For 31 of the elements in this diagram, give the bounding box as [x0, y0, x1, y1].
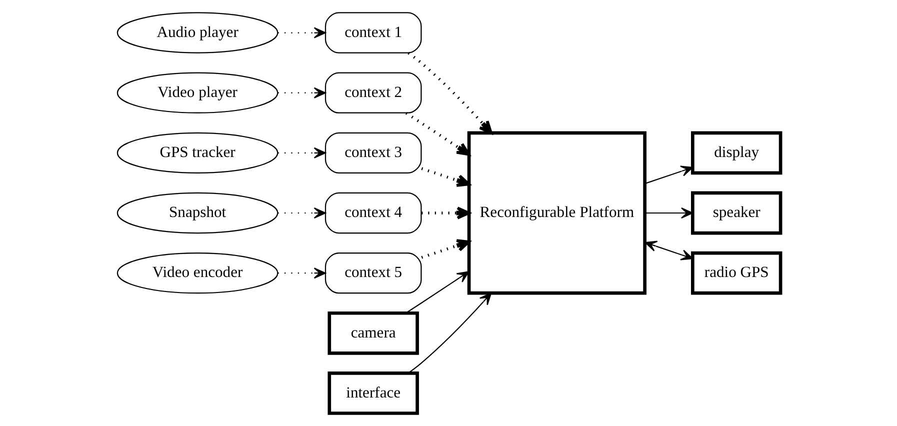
node-box: context 3 [324, 132, 422, 174]
arrow [277, 147, 326, 158]
arrow [644, 166, 693, 184]
node-box: context 4 [324, 192, 422, 234]
node-box: context 5 [324, 252, 422, 294]
node-box: context 1 [324, 12, 422, 54]
arrow [420, 167, 470, 187]
node-ellipse: Video player [116, 72, 278, 114]
node-ellipse: Audio player [116, 12, 278, 54]
arrow [277, 27, 326, 38]
node-box: radio GPS [690, 251, 782, 295]
arrow [405, 271, 469, 314]
arrow [277, 87, 326, 98]
arrow [420, 239, 470, 259]
node-box: context 2 [324, 72, 422, 114]
arrow [277, 207, 326, 219]
node-ellipse: Video encoder [116, 252, 278, 294]
node-box: display [690, 131, 782, 175]
arrow [408, 292, 492, 374]
arrow [277, 268, 326, 279]
arrow [644, 207, 693, 219]
node-ellipse: GPS tracker [116, 132, 278, 174]
node-ellipse: Snapshot [116, 192, 278, 234]
node-box: Reconfigurable Platform [466, 131, 646, 295]
node-box: camera [327, 311, 418, 355]
arrow [421, 206, 470, 220]
arrow [407, 52, 492, 134]
node-box: speaker [690, 191, 782, 235]
node-box: interface [327, 372, 418, 415]
arrow [404, 112, 470, 156]
arrow [644, 240, 693, 260]
